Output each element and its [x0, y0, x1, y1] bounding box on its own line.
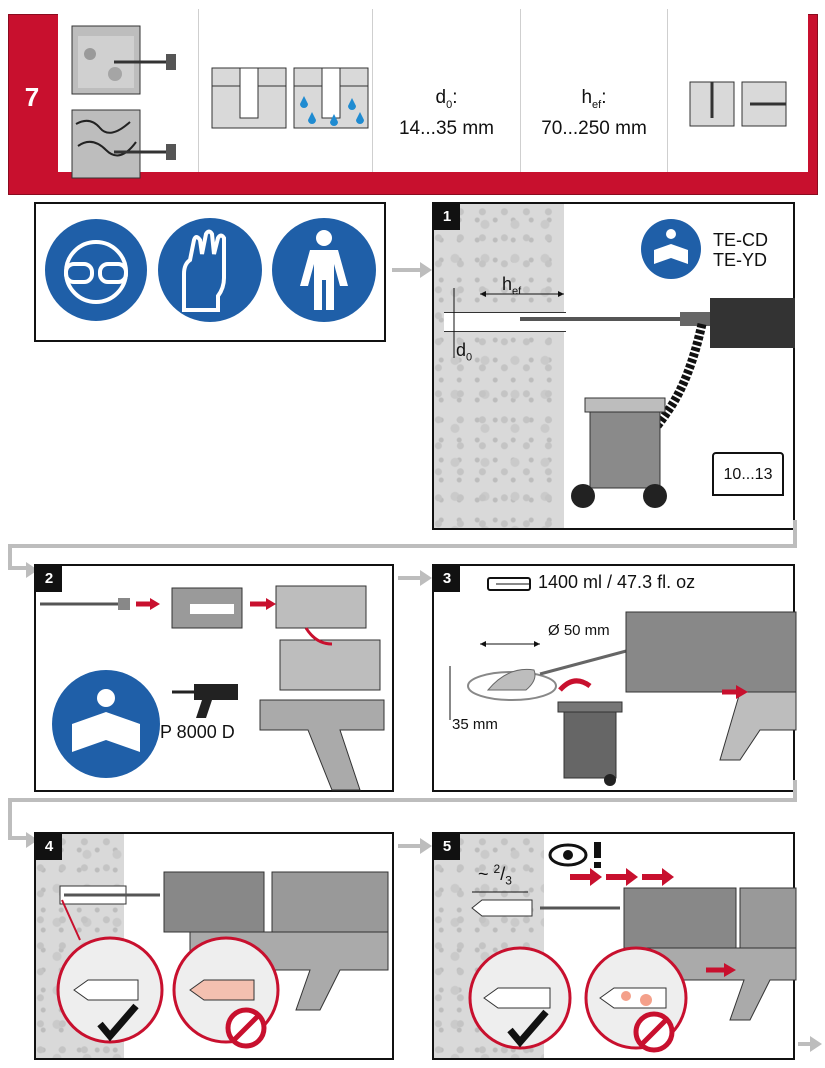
check-icon	[97, 1003, 139, 1042]
flow-connector	[8, 520, 797, 578]
diameter-label: Ø 50 mm	[548, 622, 610, 639]
discard-mortar-illustration	[449, 611, 797, 786]
read-manual-icon	[52, 670, 160, 778]
eye-inspect-icon	[548, 842, 601, 868]
dry-wet-hole-icon	[211, 67, 369, 129]
divider	[198, 9, 199, 172]
check-icon	[507, 1009, 549, 1048]
dispenser-icon	[172, 684, 238, 718]
next-page-arrow	[798, 1036, 822, 1052]
depth-label: 35 mm	[452, 716, 498, 733]
divider	[372, 9, 373, 172]
installation-direction-icon	[689, 81, 787, 127]
fill-ratio-label: ~ 2/3	[478, 862, 512, 888]
hammer-drill-illustration	[453, 288, 795, 508]
step-number: 1	[434, 204, 460, 230]
d0-spec: d0: 14...35 mm	[398, 87, 495, 139]
arrow-connector	[398, 838, 432, 854]
concrete-wall	[434, 204, 564, 528]
gloves-icon	[158, 218, 262, 322]
ppe-icons	[43, 217, 376, 323]
divider	[667, 9, 668, 172]
safety-goggles-icon	[43, 217, 149, 323]
step-number: 5	[434, 834, 460, 860]
section-number: 7	[24, 82, 40, 112]
hef-spec: hef: 70...250 mm	[541, 87, 647, 139]
trash-bin-icon	[563, 711, 617, 779]
arrow-connector	[392, 262, 432, 278]
inject-from-bottom-illustration	[56, 871, 389, 1049]
flow-connector	[8, 780, 797, 848]
protective-suit-icon	[272, 218, 376, 322]
cartridge-icon	[487, 577, 531, 591]
dispenser-label: P 8000 D	[160, 722, 235, 742]
header-panel	[58, 9, 808, 172]
step-number: 4	[36, 834, 62, 860]
inject-and-withdraw-illustration	[468, 868, 797, 1053]
d0-label: d0	[456, 340, 473, 364]
arrow-connector	[398, 570, 432, 586]
divider	[520, 9, 521, 172]
step-number: 2	[36, 566, 62, 592]
hef-label: hef	[502, 274, 522, 298]
cartridge-volume: 1400 ml / 47.3 fl. oz	[538, 572, 696, 592]
read-manual-icon	[641, 219, 701, 279]
cartridge-assembly-illustration	[40, 585, 385, 791]
step-number: 3	[434, 566, 460, 592]
book-icon: 10...13	[712, 452, 784, 496]
base-material-icon	[71, 25, 176, 179]
